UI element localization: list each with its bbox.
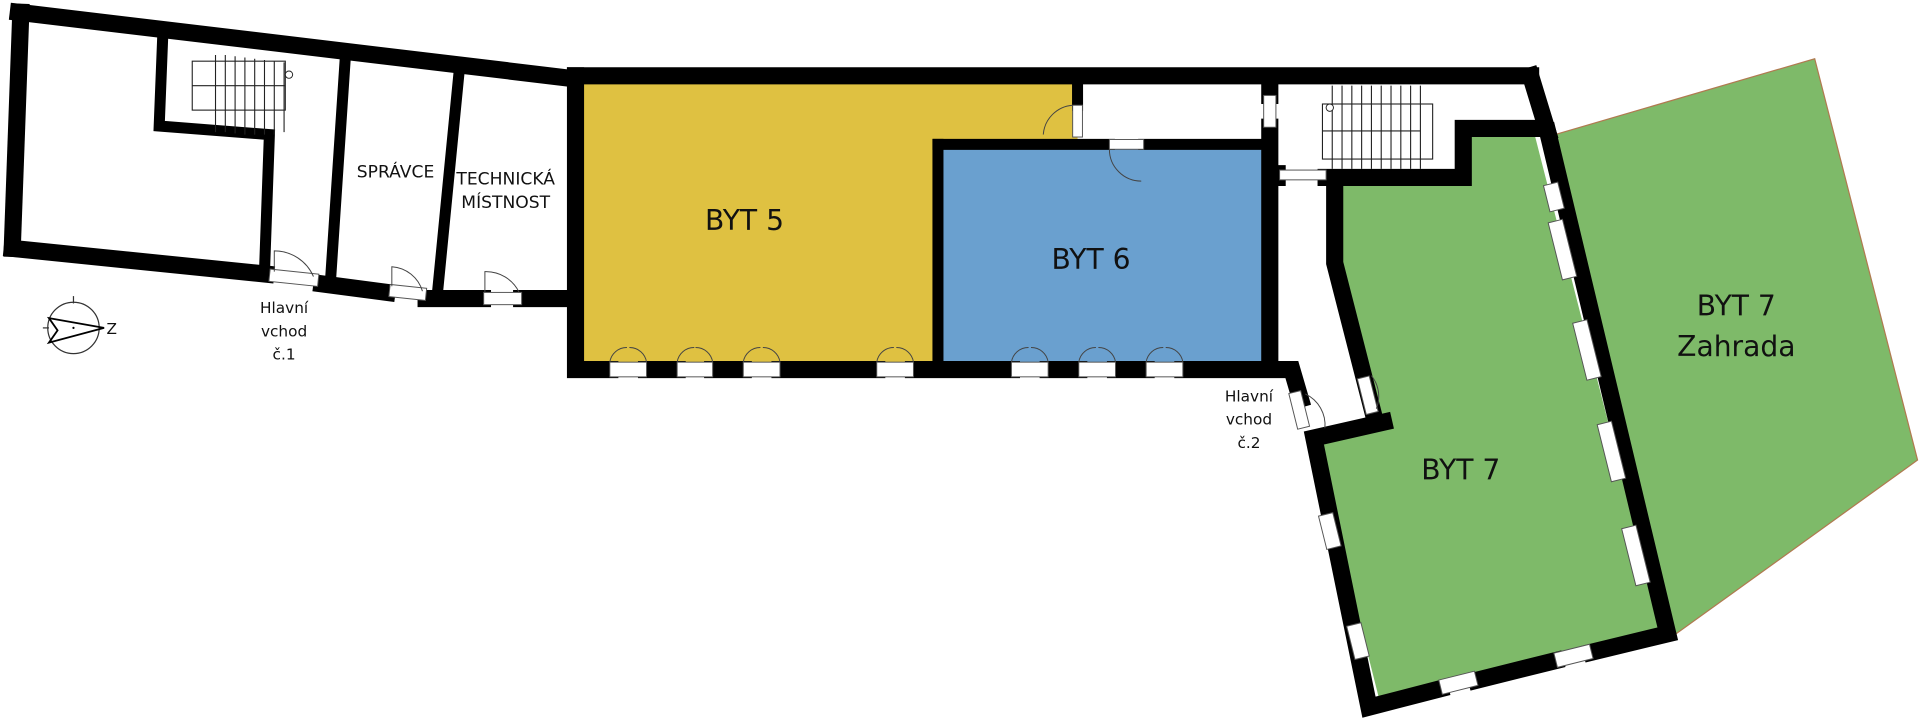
room-byt6[interactable] xyxy=(942,149,1264,363)
label-entrance2-1: Hlavní xyxy=(1225,387,1274,405)
room-byt5[interactable] xyxy=(579,83,1078,363)
label-spravce: SPRÁVCE xyxy=(357,160,435,182)
entrance-doors[interactable] xyxy=(268,250,1380,430)
compass-label: Z xyxy=(107,320,117,338)
label-byt5: BYT 5 xyxy=(705,204,784,237)
label-technicka-1: TECHNICKÁ xyxy=(455,168,555,190)
label-entrance1-2: vchod xyxy=(261,322,307,340)
label-entrance1-3: č.1 xyxy=(273,346,296,364)
room-byt7[interactable] xyxy=(1313,128,1663,708)
label-technicka-2: MÍSTNOST xyxy=(461,191,550,213)
middle-building-walls xyxy=(566,65,1559,410)
staircase-right xyxy=(1321,85,1434,169)
label-byt7: BYT 7 xyxy=(1421,454,1500,487)
label-entrance1-1: Hlavní xyxy=(260,299,309,317)
label-entrance2-2: vchod xyxy=(1226,411,1272,429)
label-byt7-garden-2: Zahrada xyxy=(1677,330,1795,363)
compass-icon: Z xyxy=(42,296,117,355)
label-byt7-garden-1: BYT 7 xyxy=(1697,290,1776,323)
windows xyxy=(609,94,1651,695)
byt7-walls xyxy=(1303,121,1679,718)
label-byt6: BYT 6 xyxy=(1052,243,1131,276)
label-entrance2-3: č.2 xyxy=(1237,434,1260,452)
left-building-walls xyxy=(2,2,581,308)
staircase-left xyxy=(191,55,294,135)
